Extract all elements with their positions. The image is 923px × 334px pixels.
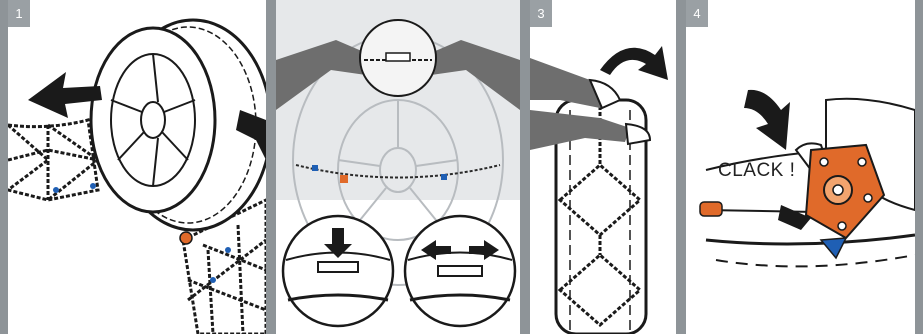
arrow-down-icon xyxy=(744,90,790,150)
mounting-illustration-2 xyxy=(276,0,520,334)
tire-side-illustration-3 xyxy=(530,0,676,334)
step-panel-1: 1 xyxy=(8,0,266,334)
step-panel-2: 2 xyxy=(276,0,520,334)
detail-circle-left xyxy=(283,216,393,326)
detail-circle-right xyxy=(405,216,515,326)
step-panel-3: 3 xyxy=(530,0,676,334)
clack-caption: CLACK ! xyxy=(718,160,795,182)
step-panel-4: 4 CLACK ! xyxy=(686,0,915,334)
tire-chain-illustration-1 xyxy=(8,0,266,334)
tensioner-clip-icon xyxy=(180,232,192,244)
rotate-arrow-icon xyxy=(600,46,668,80)
